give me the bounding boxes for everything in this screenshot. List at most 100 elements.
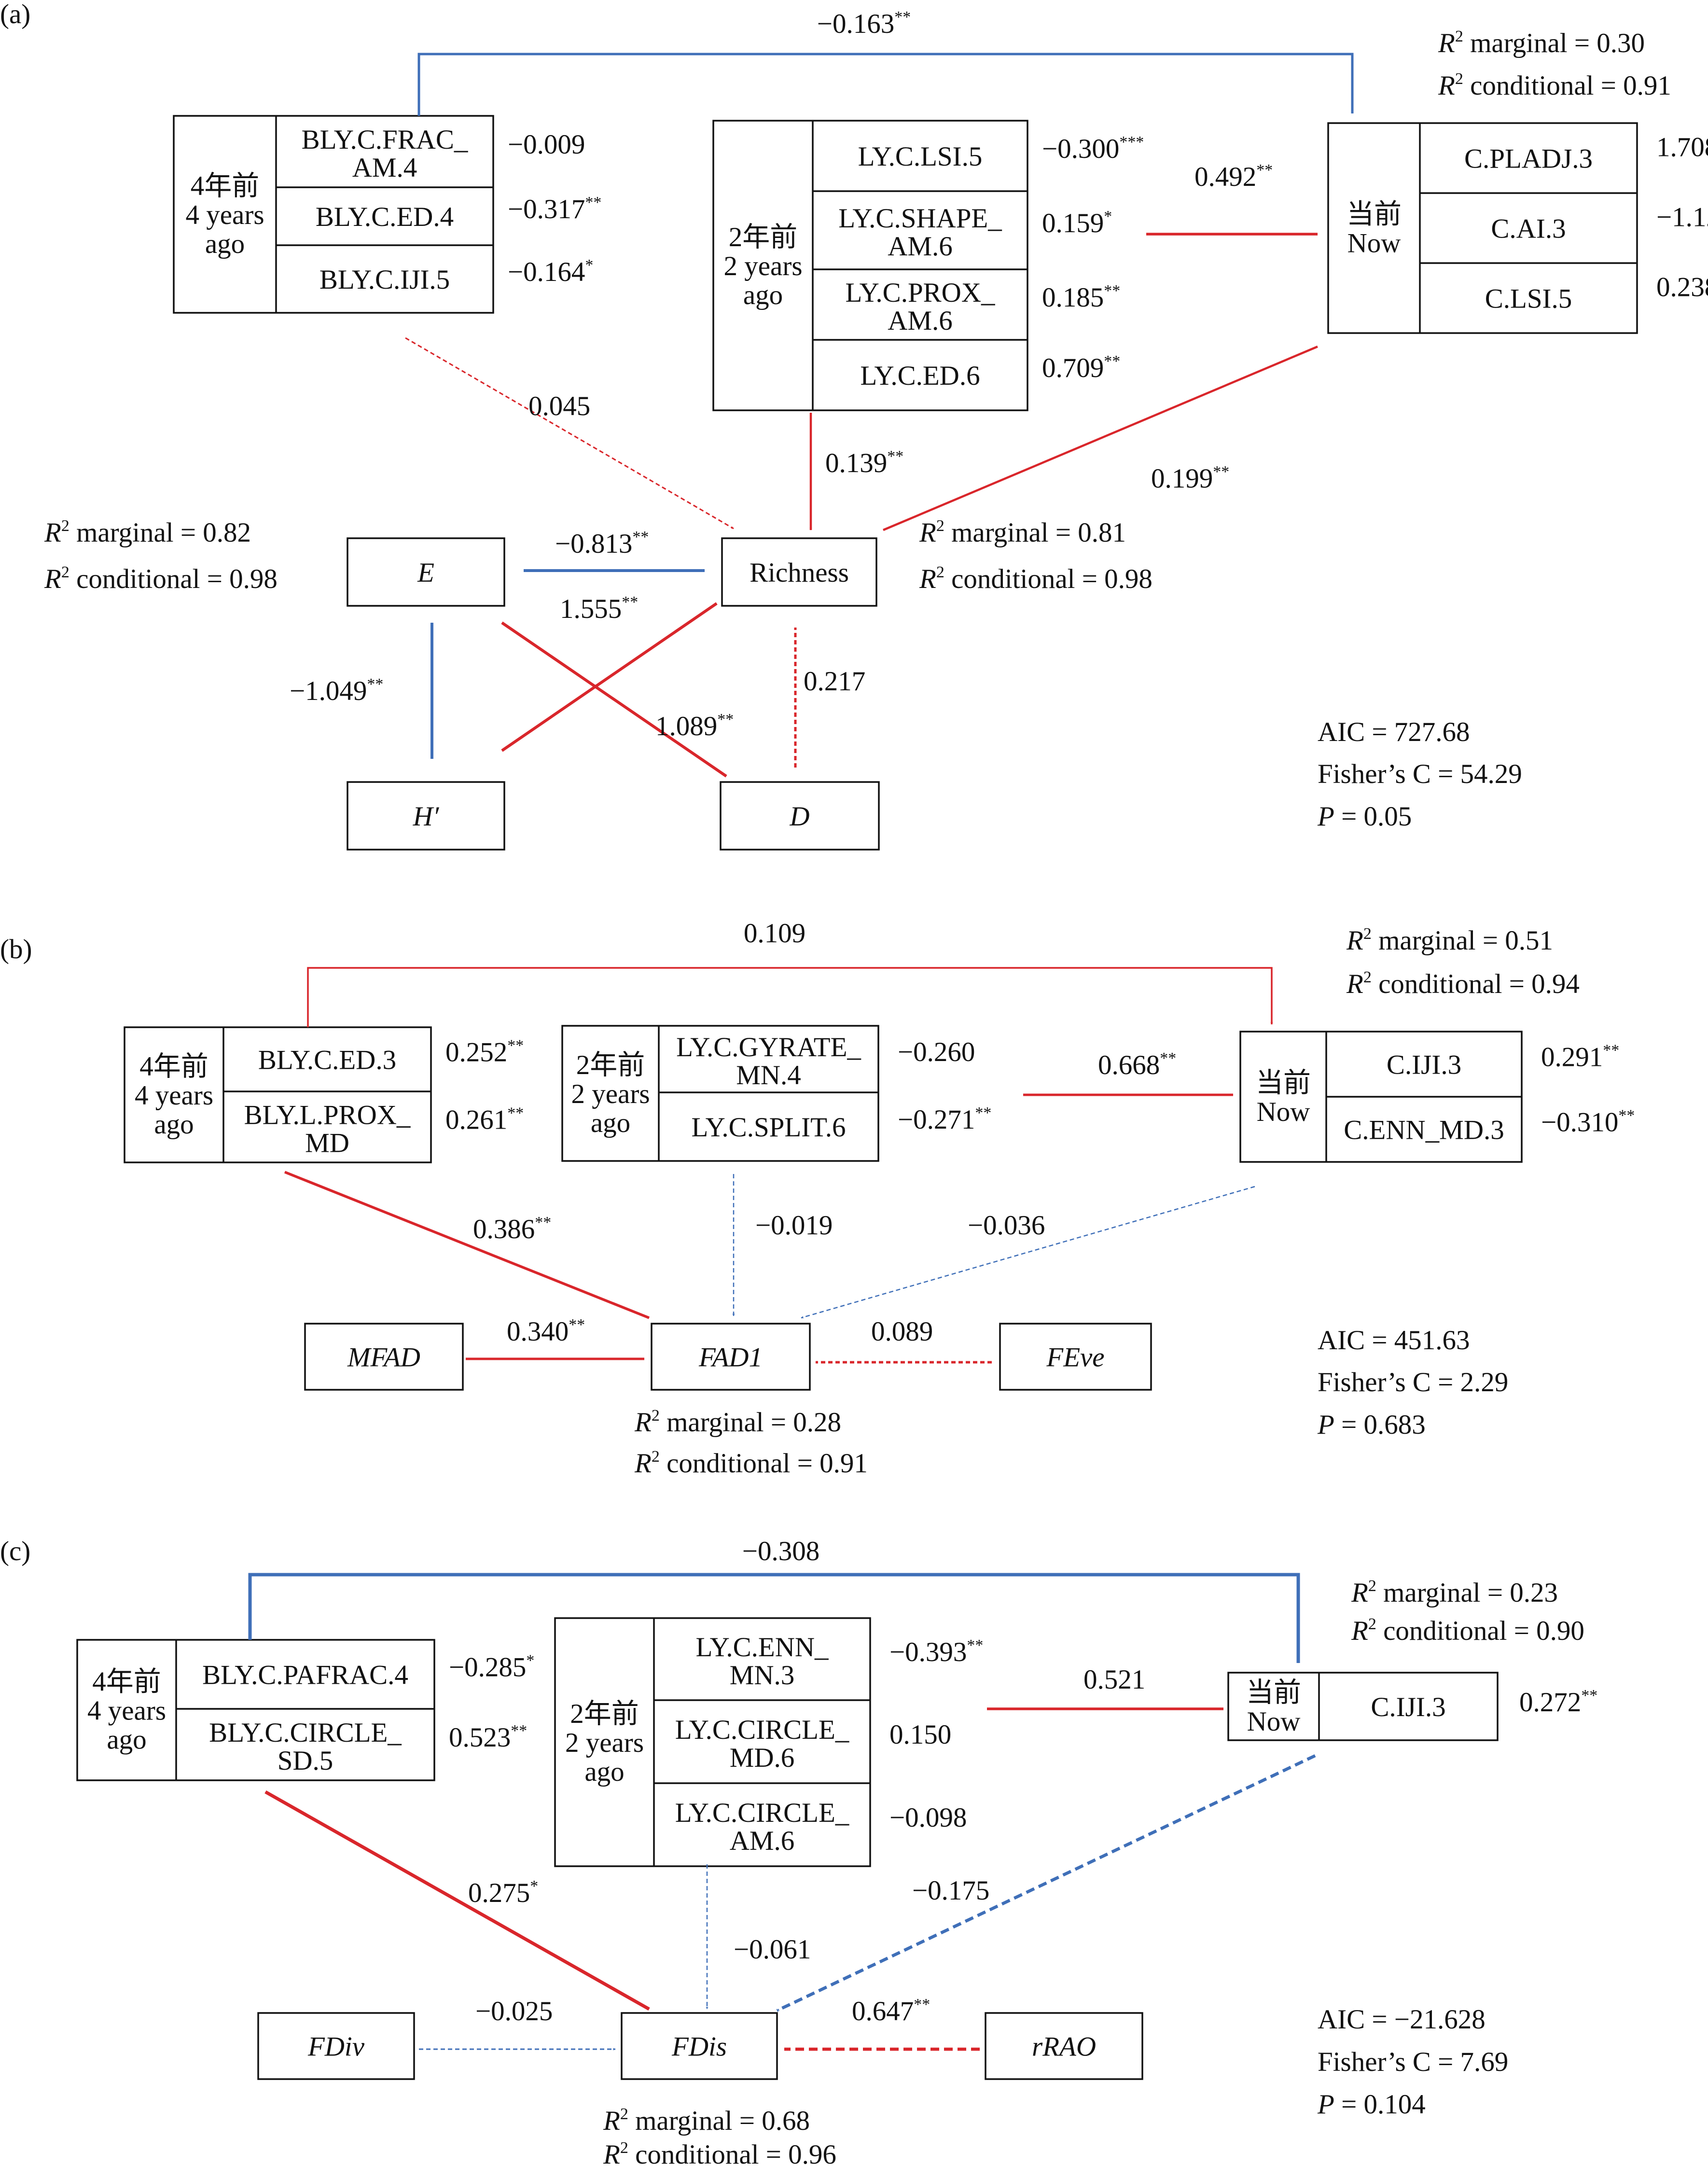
b-two-label-en1: 2 years [571, 1079, 650, 1109]
a-arrow-D-E [501, 621, 727, 778]
a-node-H-box [347, 781, 505, 851]
c-two-var-2-coef: −0.098 [889, 1803, 967, 1833]
a-node-E-box [347, 537, 505, 607]
c-two-label-en2: ago [584, 1757, 624, 1787]
c-now-label-zh: 当前 [1246, 1677, 1301, 1708]
b-path-FEve-FAD1: 0.089 [871, 1316, 933, 1347]
a-two-label-zh: 2年前 [729, 222, 798, 252]
a-r2-now-marginal: R2 marginal = 0.30 [1438, 28, 1645, 58]
panel-c: (c)BLY.C.PAFRAC.4−0.285*BLY.C.CIRCLE_SD.… [0, 1536, 1597, 2166]
a-r2-E-marginal: R2 marginal = 0.82 [44, 517, 251, 548]
a-now-var-0-coef: 1.708* [1656, 132, 1708, 163]
b-arrow-now-FAD1 [801, 1186, 1255, 1319]
a-four-label-en2: ago [205, 229, 245, 259]
b-path-now-FAD1: −0.036 [968, 1210, 1045, 1241]
b-node-FEve-box [999, 1323, 1152, 1391]
a-node-E-label: E [417, 558, 434, 588]
c-node-FDis-box [621, 2012, 778, 2080]
panel-a-letter: (a) [0, 0, 30, 29]
a-two-var-1-coef: 0.159* [1042, 208, 1112, 238]
b-arrow-four-FAD1 [284, 1171, 650, 1319]
c-two-var-0-line1: LY.C.ENN_ [695, 1632, 829, 1663]
c-two-box [554, 1617, 871, 1867]
b-now-var-0-name: C.IJI.3 [1387, 1050, 1461, 1080]
a-r2-richness-marginal: R2 marginal = 0.81 [919, 517, 1126, 548]
a-path-D-E: 1.089** [655, 711, 734, 741]
a-path-four-now: −0.163** [817, 8, 911, 39]
panel-a: (a)BLY.C.FRAC_AM.4−0.009BLY.C.ED.4−0.317… [0, 0, 1708, 851]
c-fit-fisher: Fisher’s C = 7.69 [1318, 2047, 1508, 2077]
b-now-label-zh: 当前 [1256, 1068, 1311, 1098]
a-four-var-0-line1: BLY.C.FRAC_ [302, 125, 468, 155]
a-four-var-1-coef: −0.317** [508, 194, 601, 224]
b-two-label-zh: 2年前 [576, 1050, 645, 1080]
c-now-var-0-coef: 0.272** [1519, 1687, 1597, 1718]
c-path-FDiv-FDis: −0.025 [475, 1996, 553, 2026]
a-node-H-label: H′ [413, 801, 440, 832]
b-fit-p: P = 0.683 [1317, 1410, 1426, 1440]
c-four-label-en2: ago [107, 1725, 146, 1755]
b-r2-now-conditional: R2 conditional = 0.94 [1346, 968, 1580, 999]
b-four-box [124, 1026, 432, 1163]
a-now-label-zh: 当前 [1347, 199, 1402, 230]
b-now-var-0-coef: 0.291** [1541, 1042, 1619, 1073]
c-node-FDis-label: FDis [671, 2032, 727, 2062]
b-two-var-0-line1: LY.C.GYRATE_ [676, 1032, 861, 1062]
b-node-FEve-label: FEve [1046, 1342, 1104, 1373]
a-path-two-now: 0.492** [1194, 161, 1273, 192]
c-now-var-0-name: C.IJI.3 [1371, 1692, 1445, 1722]
a-two-box [712, 120, 1028, 411]
b-four-var-1-line1: BLY.L.PROX_ [244, 1100, 411, 1131]
c-r2-FDis-conditional: R2 conditional = 0.96 [603, 2139, 836, 2166]
a-now-var-0-name: C.PLADJ.3 [1464, 144, 1593, 174]
a-fit-p: P = 0.05 [1317, 801, 1412, 832]
c-node-rRAO-box [985, 2012, 1143, 2080]
b-four-label-zh: 4年前 [139, 1051, 208, 1082]
b-path-MFAD-FAD1: 0.340** [507, 1316, 585, 1347]
a-four-var-0-line2: AM.4 [352, 153, 417, 183]
b-node-FAD1-box [651, 1323, 811, 1391]
a-two-label-en1: 2 years [723, 251, 802, 281]
b-four-var-1-line2: MD [305, 1128, 349, 1159]
a-path-four-richness: 0.045 [528, 391, 590, 421]
a-two-var-3-name: LY.C.ED.6 [860, 361, 980, 391]
b-two-label-en2: ago [591, 1108, 630, 1138]
c-now-box [1227, 1672, 1499, 1741]
a-two-var-2-line1: LY.C.PROX_ [846, 278, 995, 308]
c-two-label-en1: 2 years [565, 1728, 644, 1758]
a-two-var-2-line2: AM.6 [888, 306, 953, 336]
c-two-var-0-coef: −0.393** [889, 1636, 983, 1667]
b-r2-FAD1-conditional: R2 conditional = 0.91 [634, 1448, 868, 1479]
b-node-MFAD-label: MFAD [347, 1342, 420, 1373]
b-two-var-1-name: LY.C.SPLIT.6 [692, 1112, 846, 1143]
c-path-two-FDis: −0.061 [734, 1934, 811, 1965]
a-four-box [173, 115, 494, 314]
a-node-richness-box [721, 537, 877, 607]
b-path-four-now: 0.109 [744, 918, 805, 949]
a-arrow-now-richness [883, 345, 1318, 531]
b-fit-aic: AIC = 451.63 [1318, 1325, 1470, 1355]
c-r2-now-conditional: R2 conditional = 0.90 [1351, 1615, 1584, 1646]
a-four-var-2-coef: −0.164* [508, 256, 593, 287]
b-fit-fisher: Fisher’s C = 2.29 [1318, 1367, 1508, 1397]
b-now-var-1-name: C.ENN_MD.3 [1344, 1115, 1504, 1146]
c-arrow-four-now [248, 1573, 1300, 1663]
a-path-D-richness: 0.217 [804, 666, 865, 697]
a-two-var-0-coef: −0.300*** [1042, 133, 1144, 164]
c-two-label-zh: 2年前 [570, 1699, 639, 1729]
c-two-var-2-line2: AM.6 [730, 1826, 795, 1856]
b-four-label-en1: 4 years [135, 1080, 213, 1111]
c-four-var-1-line1: BLY.C.CIRCLE_ [209, 1718, 402, 1748]
a-four-var-0-coef: −0.009 [508, 129, 585, 160]
a-path-now-richness: 0.199** [1151, 463, 1229, 494]
c-node-rRAO-label: rRAO [1032, 2032, 1096, 2062]
a-now-label-en: Now [1347, 228, 1401, 259]
a-two-var-1-line1: LY.C.SHAPE_ [838, 203, 1002, 234]
b-two-var-1-coef: −0.271** [898, 1104, 991, 1135]
c-four-label-zh: 4年前 [92, 1667, 161, 1697]
c-r2-now-marginal: R2 marginal = 0.23 [1351, 1577, 1558, 1608]
a-fit-fisher: Fisher’s C = 54.29 [1318, 759, 1522, 789]
b-now-label-en: Now [1257, 1097, 1310, 1127]
c-path-now-FDis: −0.175 [912, 1875, 989, 1906]
